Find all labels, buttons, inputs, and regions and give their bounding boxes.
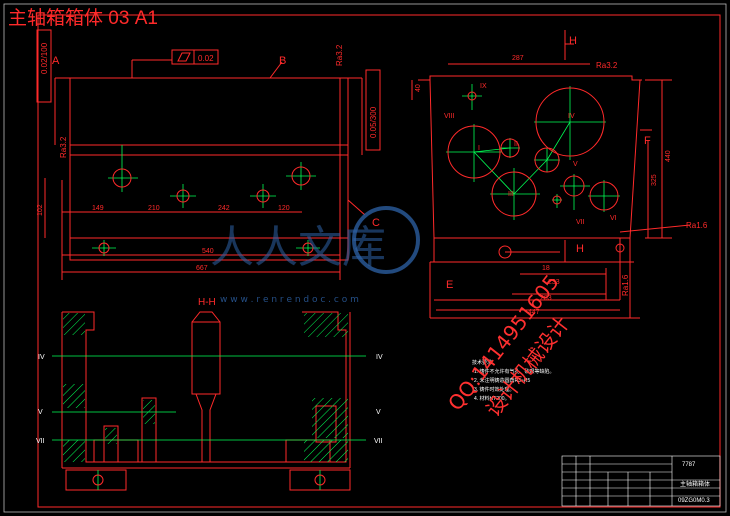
note-line: 2. 未注明铸造圆角R3~R5 [474,377,530,384]
bore-V [534,147,560,173]
outer-frame [3,3,727,513]
dim-233: 233 [548,279,560,286]
shaft-label: IX [480,83,487,90]
datum-f: F [644,135,651,147]
dim-325: 325 [651,174,658,186]
dim-667: 667 [196,265,208,272]
section-view [61,311,351,491]
title-block-part-name: 主轴箱箱体 [680,480,710,488]
note-line: 4. 材料HT200。 [474,395,510,402]
dim-102: 102 [37,204,44,216]
datum-b: B [279,55,286,67]
note-heading: 技术要求 [472,359,492,366]
inner-frame [37,14,721,508]
flatness-value: 0.02 [198,54,214,63]
side-top [418,75,642,81]
section-label-right: VII [374,438,383,445]
side-centerlines [446,84,620,220]
datum-c: C [372,217,380,229]
right-tolerance-value: 0.05/300 [369,106,378,138]
side-body [429,79,641,239]
dim-120: 120 [278,205,290,212]
shaft-label: I [478,145,480,152]
technical-notes: 技术要求 1. 铸件不允许有气孔、砂眼等缺陷。 2. 未注明铸造圆角R3~R5 … [472,359,555,402]
dim-242: 242 [218,205,230,212]
datum-a: A [52,55,60,67]
section-mark-h-mid: H [576,243,584,255]
title-block [561,455,721,507]
bore-III [491,171,537,217]
dim-447: 447 [528,309,540,316]
note-line: 1. 铸件不允许有气孔、砂眼等缺陷。 [474,368,555,375]
dim-283: 283 [540,295,552,302]
section-label-left: IV [38,354,45,361]
dim-149: 149 [92,205,104,212]
bore-small [552,195,562,205]
shaft-label: VIII [444,113,455,120]
hole-bottom-right [615,243,625,253]
watermark-logo-ring [352,206,420,274]
shaft-label: V [573,161,578,168]
right-tolerance-frame [365,69,381,151]
dim-287: 287 [512,55,524,62]
section-mark-h-top: H [569,35,577,47]
bore-IV [535,87,605,157]
roughness-5: Ra1.6 [621,274,630,296]
dim-440: 440 [665,150,672,162]
bore-II [500,138,520,158]
side-view [411,30,691,319]
shaft-label: II [514,141,518,148]
watermark-url: w w w . r e n r e n d o c . c o m [220,295,359,305]
hole [112,168,132,188]
left-tolerance-frame [36,29,52,103]
side-holes [447,87,625,259]
bore-VII [563,175,585,197]
bore-I [447,125,501,179]
roughness-2: Ra3.2 [59,136,68,158]
section-label-left: V [38,409,43,416]
front-body [69,77,349,239]
dim-210: 210 [148,205,160,212]
foot-left [65,469,127,491]
section-label-right: V [376,409,381,416]
section-label-left: VII [36,438,45,445]
section-rib [191,321,221,395]
watermark-brand: 人人文库 [210,222,386,273]
flatness-frame [171,49,219,65]
hole [98,242,110,254]
hole [256,189,270,203]
hole [302,242,314,254]
front-holes [98,166,314,254]
front-view [44,59,366,280]
bore-IX [467,91,477,101]
left-tolerance-value: 0.02/100 [40,42,49,74]
title-block-code: 7787 [682,462,696,468]
dim-40: 40 [415,84,422,92]
section-title: H-H [198,297,216,308]
section-feet-holes [92,474,326,486]
front-base [69,237,349,261]
bore-VI [589,181,619,211]
shaft-label: VI [610,215,617,222]
hole [176,189,190,203]
section-centerlines [52,355,366,490]
roughness-3: Ra3.2 [596,61,618,70]
hole [291,166,311,186]
shaft-label: VII [576,219,585,226]
drawing-title: 主轴箱箱体 03 A1 [8,7,158,29]
shaft-label: IV [568,113,575,120]
note-line: 3. 铸件时效处理。 [474,386,515,393]
tolerance-frames [36,29,381,151]
shaft-label: III [508,191,514,198]
datum-e: E [446,279,453,291]
dim-540: 540 [202,248,214,255]
roughness-1: Ra3.2 [335,44,344,66]
roughness-4: Ra1.6 [686,221,708,230]
section-label-right: IV [376,354,383,361]
title-block-drawing-no: 09ZG0M0.3 [678,498,710,504]
watermark: 人人文库 w w w . r e n r e n d o c . c o m Q… [210,206,574,421]
hole-bottom [498,245,512,259]
dim-18: 18 [542,265,550,272]
